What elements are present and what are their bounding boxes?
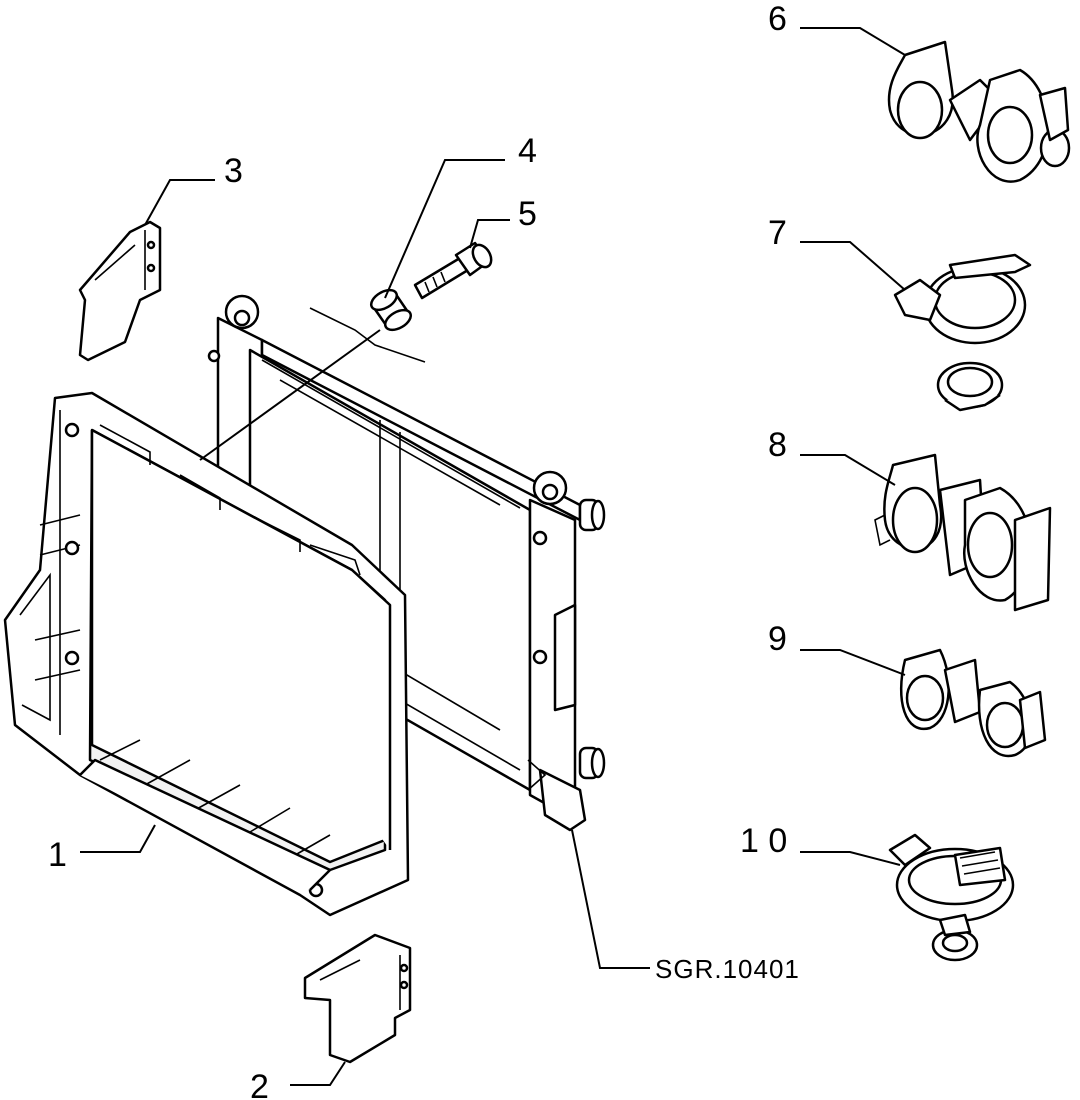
part-5-bolt: [413, 241, 493, 300]
callout-2: 2: [250, 1068, 269, 1100]
reference-code: SGR.10401: [655, 954, 800, 984]
leader-7: [800, 241, 906, 291]
callout-3: 3: [224, 152, 243, 190]
leader-8: [800, 454, 896, 486]
part-6-double-clip: [887, 40, 1071, 183]
callout-10: 1 0: [740, 822, 787, 860]
leader-4-ext: [199, 329, 381, 461]
callout-6: 6: [768, 0, 787, 38]
callout-5: 5: [518, 195, 537, 233]
part-7-hose-clip: [893, 253, 1032, 412]
part-9-double-clip: [899, 648, 1047, 758]
leader-lines: [80, 27, 906, 1086]
callout-7: 7: [768, 214, 787, 252]
leader-9: [800, 649, 906, 676]
callout-1: 1: [48, 836, 67, 874]
callout-4: 4: [518, 132, 537, 170]
part-3-upper-bracket: [78, 220, 162, 362]
leader-ref: [571, 829, 650, 969]
leader-2: [290, 1061, 346, 1086]
radiator: [207, 294, 606, 832]
leader-5: [469, 219, 510, 249]
leader-6: [800, 27, 906, 56]
part-4-bushing: [369, 288, 413, 332]
part-2-lower-bracket: [303, 933, 412, 1064]
leader-3: [144, 179, 215, 226]
callout-8: 8: [768, 426, 787, 464]
leader-1: [80, 824, 156, 853]
part-8-double-clip: [874, 453, 1052, 612]
part-10-strap-clip: [888, 833, 1015, 962]
callout-labels: 1 2 3 4 5 6 7 8 9 1 0 SGR.10401: [48, 0, 800, 1100]
leader-4: [384, 159, 505, 299]
leader-10: [800, 851, 901, 866]
callout-9: 9: [768, 620, 787, 658]
part-1-fan-shroud: [3, 391, 410, 917]
